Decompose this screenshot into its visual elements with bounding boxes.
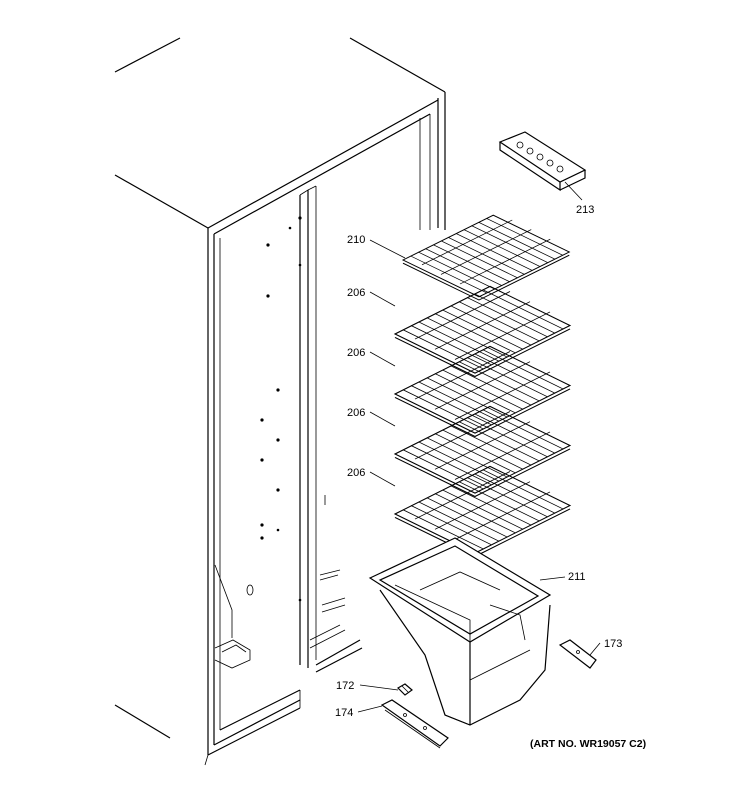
freezer-bin: [368, 537, 552, 726]
shelf-210: [402, 214, 570, 301]
callout-206: 206: [347, 287, 365, 299]
callout-211: 211: [568, 571, 586, 583]
screw-172: [397, 683, 413, 696]
callout-206: 206: [347, 347, 365, 359]
shelf-206-2: [394, 345, 571, 438]
shelf-206-4: [394, 465, 571, 558]
callout-174: 174: [335, 707, 353, 719]
callout-206: 206: [347, 407, 365, 419]
slide-rail-173: [558, 639, 597, 669]
slide-rail-174: [380, 699, 449, 749]
callout-210: 210: [347, 234, 365, 246]
callout-172: 172: [336, 680, 354, 692]
callout-206: 206: [347, 467, 365, 479]
ice-tray: [498, 131, 587, 192]
leader-lines: [357, 181, 601, 713]
shelf-206-3: [394, 405, 571, 498]
freezer-cabinet: [114, 37, 446, 766]
callout-213: 213: [576, 204, 594, 216]
art-number: (ART NO. WR19057 C2): [530, 738, 646, 750]
callout-173: 173: [604, 638, 622, 650]
shelf-206-1: [394, 285, 571, 378]
